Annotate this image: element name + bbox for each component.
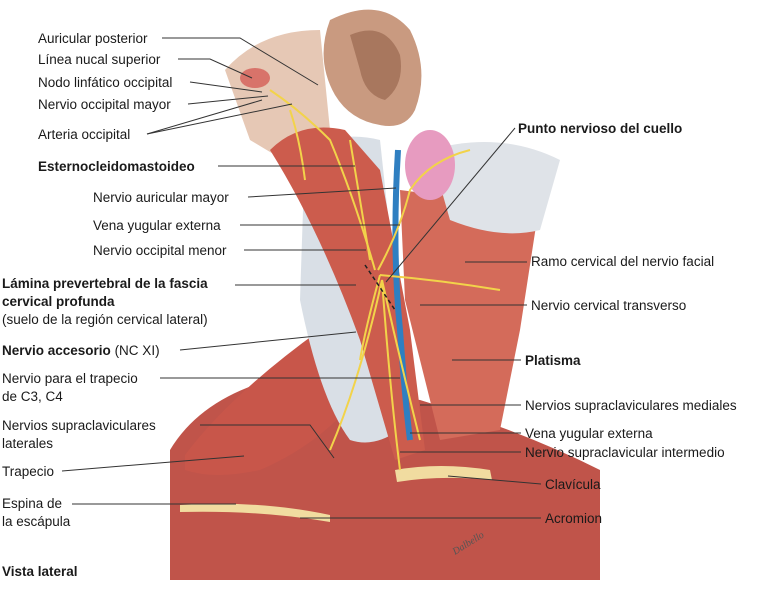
- label-nervio-cervical-transverso: Nervio cervical transverso: [531, 298, 686, 313]
- leader-punto-nervioso: [385, 127, 516, 283]
- nerve-network: [269, 89, 501, 471]
- leader-lines: [61, 37, 542, 519]
- leader-occipital-mayor: [187, 95, 269, 105]
- label-nervio-accesorio-nc: (NC XI): [111, 343, 160, 358]
- leader-arteria-occipital-1: [146, 99, 263, 135]
- platysma-muscle: [400, 190, 540, 440]
- occipital-node-region: [240, 68, 270, 88]
- label-nervio-trapecio-line1: Nervio para el trapecio: [2, 371, 138, 386]
- external-jugular-vein: [392, 149, 413, 441]
- label-nervio-auricular-mayor: Nervio auricular mayor: [93, 190, 229, 205]
- leader-nodo-linfatico: [189, 81, 263, 93]
- label-espina-escapula-line1: Espina de: [2, 496, 62, 511]
- label-punto-nervioso: Punto nervioso del cuello: [518, 121, 682, 136]
- label-lamina-prevertebral-line2: cervical profunda: [2, 294, 115, 309]
- label-acromion: Acromion: [545, 511, 602, 526]
- label-linea-nucal-superior: Línea nucal superior: [38, 52, 161, 67]
- label-nervio-accesorio: Nervio accesorio (NC XI): [2, 343, 160, 358]
- label-clavicula: Clavícula: [545, 477, 601, 492]
- label-vena-yugular-externa-inf: Vena yugular externa: [525, 426, 653, 441]
- nerve-point-outline: [364, 264, 396, 311]
- label-ramo-cervical-facial: Ramo cervical del nervio facial: [531, 254, 714, 269]
- label-nervio-occipital-menor: Nervio occipital menor: [93, 243, 227, 258]
- leader-trapecio: [61, 455, 245, 472]
- label-auricular-posterior: Auricular posterior: [38, 31, 148, 46]
- left-labels: Auricular posterior Línea nucal superior…: [2, 31, 229, 579]
- leader-clavicula: [447, 475, 542, 485]
- label-esternocleidomastoideo: Esternocleidomastoideo: [38, 159, 195, 174]
- anatomy-artwork: [170, 9, 600, 580]
- label-nodo-linfatico-occipital: Nodo linfático occipital: [38, 75, 172, 90]
- mandible-fascia: [430, 142, 560, 234]
- label-arteria-occipital: Arteria occipital: [38, 127, 130, 142]
- leader-linea-nucal: [178, 58, 253, 79]
- label-supraclaviculares-laterales-line2: laterales: [2, 436, 53, 451]
- leader-arteria-occipital-2: [146, 103, 293, 135]
- label-trapecio: Trapecio: [2, 464, 54, 479]
- label-nervio-occipital-mayor: Nervio occipital mayor: [38, 97, 171, 112]
- sternocleidomastoid-muscle: [270, 127, 425, 460]
- right-labels: Punto nervioso del cuello Ramo cervical …: [518, 121, 737, 526]
- label-supraclavicular-intermedio: Nervio supraclavicular intermedio: [525, 445, 725, 460]
- label-nervio-trapecio-line2: de C3, C4: [2, 389, 63, 404]
- leader-auricular-posterior: [162, 37, 319, 86]
- scapula-spine: [180, 503, 330, 522]
- label-vista-lateral: Vista lateral: [2, 564, 78, 579]
- leader-supraclav-lat: [200, 424, 335, 459]
- label-platisma: Platisma: [525, 353, 581, 368]
- trapezius-muscle: [185, 240, 370, 475]
- label-espina-escapula-line2: la escápula: [2, 514, 71, 529]
- label-vena-yugular-externa-sup: Vena yugular externa: [93, 218, 221, 233]
- label-supraclaviculares-mediales: Nervios supraclaviculares mediales: [525, 398, 737, 413]
- label-lamina-prevertebral-line1: Lámina prevertebral de la fascia: [2, 276, 208, 291]
- ear-inner: [350, 30, 401, 100]
- parotid-gland: [405, 130, 455, 200]
- leader-accesorio: [179, 331, 357, 351]
- label-nervio-accesorio-name: Nervio accesorio: [2, 343, 111, 358]
- label-lamina-prevertebral-line3: (suelo de la región cervical lateral): [2, 312, 208, 327]
- leader-auricular-mayor: [247, 187, 397, 198]
- label-supraclaviculares-laterales-line1: Nervios supraclaviculares: [2, 418, 156, 433]
